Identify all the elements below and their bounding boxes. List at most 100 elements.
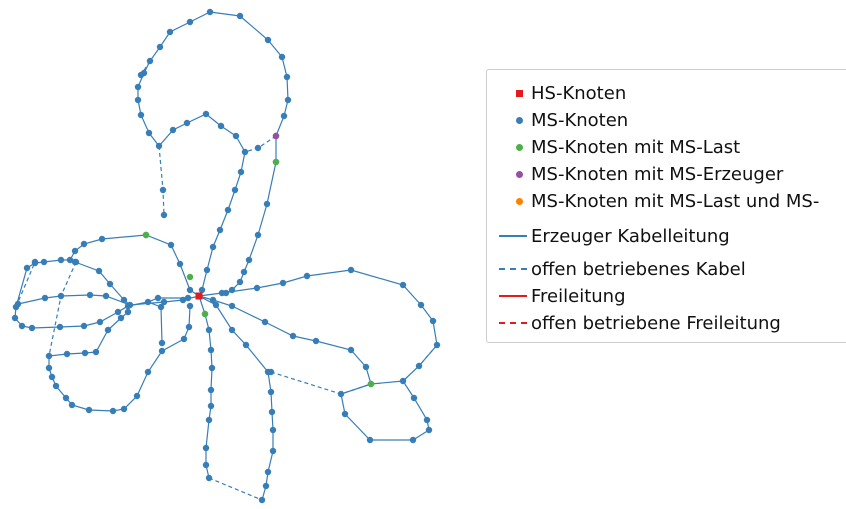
open-cable-segment <box>15 261 36 308</box>
open-cable-segment <box>270 371 372 395</box>
ms-node <box>176 260 184 268</box>
legend-item-ms-last-erzeuger: MS-Knoten mit MS-Last und MS- <box>487 190 819 212</box>
ms-node <box>31 258 39 266</box>
ms-node <box>264 468 272 476</box>
ms-node <box>157 303 165 311</box>
ms-node <box>102 292 110 300</box>
ms-node <box>269 447 277 455</box>
ms-node <box>341 410 349 418</box>
ms-node <box>184 294 192 302</box>
ms-node <box>57 292 65 300</box>
ms-node <box>417 301 425 309</box>
ms-node <box>146 57 154 65</box>
ms-node <box>279 279 287 287</box>
legend-label: MS-Knoten mit MS-Last und MS- <box>531 190 820 212</box>
ms-node <box>56 323 64 331</box>
ms-node <box>347 346 355 354</box>
ms-node <box>41 294 49 302</box>
ms-node <box>11 314 19 322</box>
ms-node <box>104 326 112 334</box>
ms-node <box>362 363 370 371</box>
ms-node <box>205 326 213 334</box>
ms-node <box>207 386 215 394</box>
ms-node <box>134 83 142 91</box>
ms-nodes <box>11 8 441 504</box>
ms-node <box>159 186 167 194</box>
overhead-line-marker <box>499 295 527 297</box>
ms-node <box>134 96 142 104</box>
open-cable-segment <box>208 477 263 501</box>
open-cable-lines <box>15 60 438 501</box>
legend-item-offen-kabel: offen betriebenes Kabel <box>487 258 746 280</box>
ms-node <box>145 129 153 137</box>
ms-node <box>237 168 245 176</box>
ms-node <box>262 482 270 490</box>
ms-node <box>284 96 292 104</box>
ms-node <box>202 461 210 469</box>
ms-node-marker <box>516 117 523 124</box>
ms-node <box>280 112 288 120</box>
cable-segment <box>198 295 274 501</box>
hs-node <box>195 292 203 300</box>
legend-label: MS-Knoten mit MS-Last <box>531 136 741 158</box>
open-cable-segment <box>158 145 165 216</box>
ms-node <box>261 318 269 326</box>
ms-erzeuger-node <box>272 132 280 140</box>
ms-node <box>212 301 220 309</box>
ms-node <box>289 332 297 340</box>
legend-label: offen betriebene Freileitung <box>531 312 781 334</box>
ms-node <box>245 256 253 264</box>
open-cable-segment <box>48 261 77 357</box>
ms-node <box>109 407 117 415</box>
ms-node <box>85 406 93 414</box>
ms-node <box>185 323 193 331</box>
ms-last-erzeuger-marker <box>516 198 523 205</box>
ms-node <box>202 444 210 452</box>
ms-node <box>303 272 311 280</box>
ms-node <box>278 53 286 61</box>
legend-item-offen-freileitung: offen betriebene Freileitung <box>487 312 781 334</box>
ms-node <box>158 347 166 355</box>
special-nodes <box>142 132 375 388</box>
ms-node <box>242 341 250 349</box>
ms-node <box>224 206 232 214</box>
ms-node <box>228 326 236 334</box>
ms-last-node <box>186 273 194 281</box>
legend-label: HS-Knoten <box>531 82 627 104</box>
ms-node <box>207 402 215 410</box>
legend-label: MS-Knoten mit MS-Erzeuger <box>531 163 784 185</box>
ms-node <box>28 324 36 332</box>
ms-node <box>186 302 194 310</box>
ms-node <box>410 394 418 402</box>
legend-item-ms-erzeuger: MS-Knoten mit MS-Erzeuger <box>487 163 783 185</box>
ms-last-node <box>367 380 375 388</box>
ms-node <box>155 142 163 150</box>
ms-node <box>268 408 276 416</box>
ms-node <box>228 286 236 294</box>
ms-last-marker <box>516 144 523 151</box>
ms-node <box>433 341 441 349</box>
ms-node <box>45 352 53 360</box>
ms-node <box>241 148 249 156</box>
ms-node <box>208 364 216 372</box>
ms-node <box>40 258 48 266</box>
cable-segment <box>198 269 438 346</box>
ms-node <box>216 226 224 234</box>
hs-node-marker <box>516 90 523 97</box>
ms-node <box>92 348 100 356</box>
ms-node <box>209 296 217 304</box>
ms-node <box>137 111 145 119</box>
ms-node <box>71 247 79 255</box>
ms-node <box>337 390 345 398</box>
ms-node <box>203 266 211 274</box>
ms-node <box>18 322 26 330</box>
ms-node <box>167 241 175 249</box>
ms-node <box>399 377 407 385</box>
ms-node <box>96 318 104 326</box>
ms-node <box>183 119 191 127</box>
ms-node <box>117 314 125 322</box>
cable-segment <box>137 11 289 297</box>
ms-node <box>253 284 261 292</box>
ms-node <box>160 298 168 306</box>
